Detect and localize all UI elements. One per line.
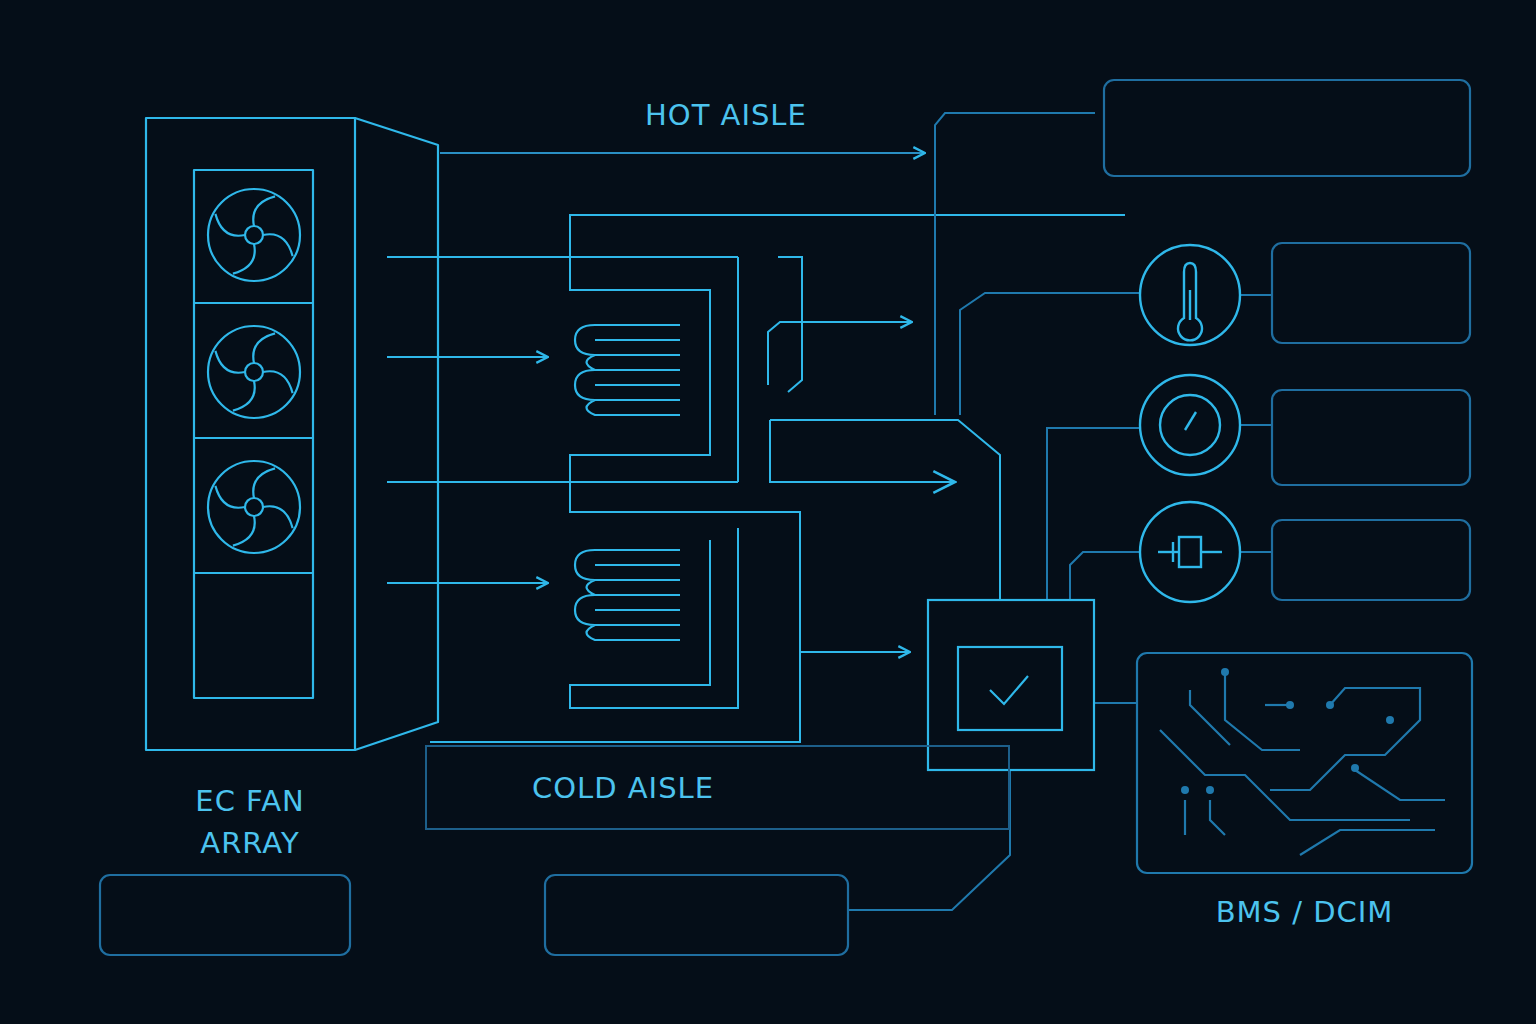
- bms-panel-node: BMS / DCIM: [1137, 653, 1484, 953]
- coil-symbols: [575, 325, 680, 640]
- node-title: EC FAN ARRAY: [165, 780, 335, 864]
- node-title: COLD AISLE: [532, 767, 714, 809]
- sensors: [1140, 245, 1240, 602]
- blank-panels: [100, 80, 1470, 955]
- fan-array-housing: [146, 118, 438, 750]
- fan-symbols: [208, 189, 300, 553]
- cooling-coil-frames: [430, 215, 1125, 742]
- bms-trace-dots: [1181, 668, 1394, 794]
- bms-panel: [1137, 653, 1472, 873]
- fan-array-node: EC FAN ARRAY: [146, 118, 438, 878]
- aisle-band: COLD AISLE: [425, 745, 1010, 830]
- node-title: BMS / DCIM: [1137, 891, 1472, 933]
- airflow-arrows: [387, 153, 925, 583]
- zone-label: HOT AISLE: [645, 98, 807, 132]
- signal-wires: [848, 113, 1272, 910]
